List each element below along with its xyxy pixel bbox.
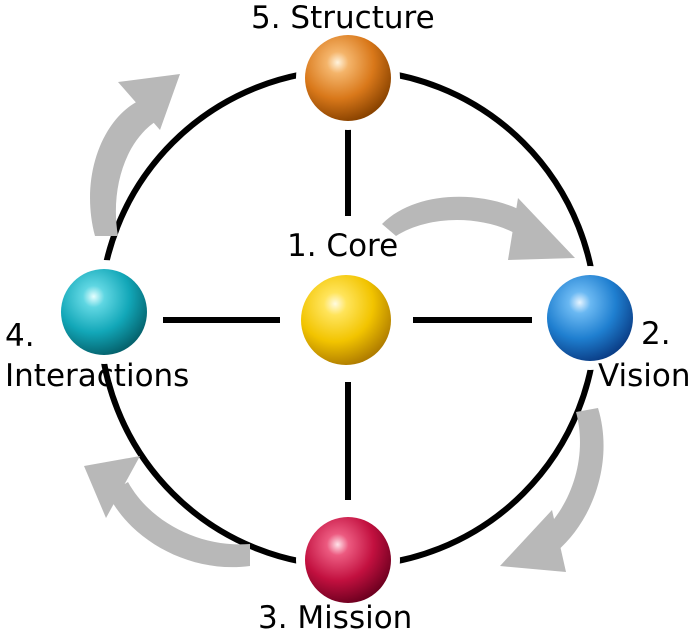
mission-label: 3. Mission — [258, 600, 413, 636]
arrow-interactions-to-structure-icon — [90, 74, 180, 236]
core-sphere — [301, 275, 391, 365]
arrow-vision-to-mission-icon — [500, 408, 604, 572]
arrow-core-to-vision-icon — [382, 196, 575, 260]
mission-sphere — [305, 517, 391, 603]
arrow-mission-to-interactions-icon — [84, 456, 250, 568]
interactions-label-text: Interactions — [5, 358, 190, 394]
vision-label-number: 2. — [641, 316, 671, 352]
vision-sphere — [547, 275, 633, 361]
structure-label: 5. Structure — [251, 0, 435, 36]
vision-label-text: Vision — [598, 358, 691, 394]
interactions-sphere — [61, 269, 147, 355]
structure-sphere — [305, 35, 391, 121]
interactions-label-number: 4. — [5, 318, 35, 354]
core-label: 1. Core — [287, 228, 399, 264]
